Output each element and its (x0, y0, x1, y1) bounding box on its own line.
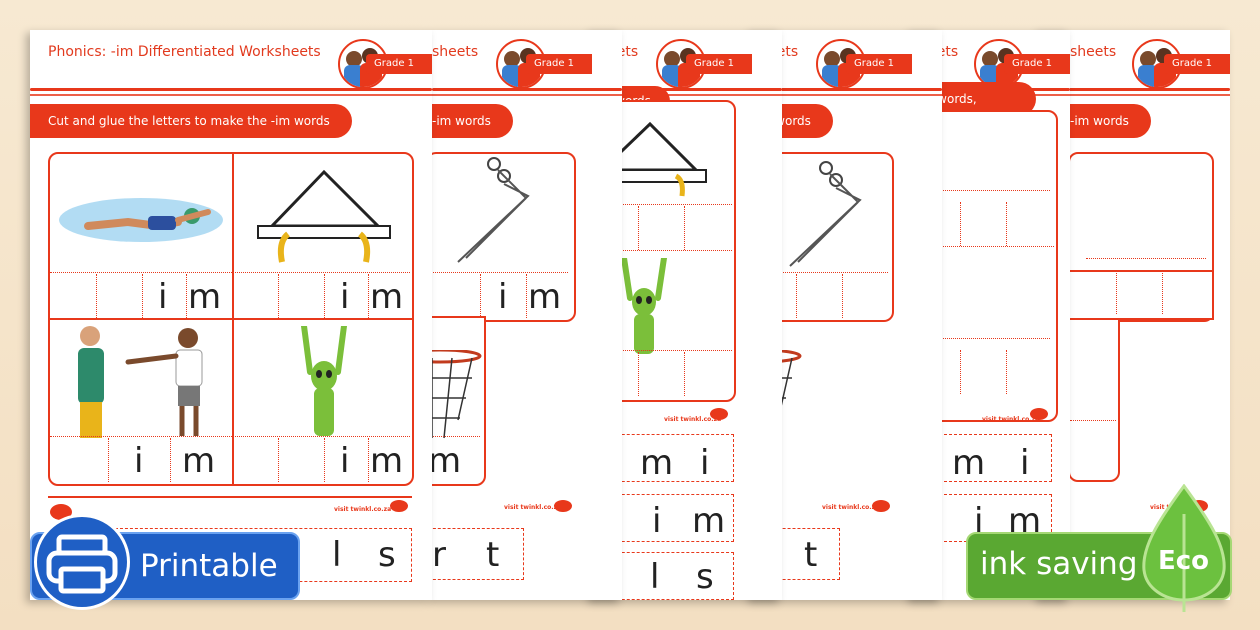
word-letter: m (370, 441, 404, 481)
worksheet-page-2: sheets Grade 1 -im words i m m visit twi… (432, 30, 622, 600)
visit-link: visit twinkl.co.za (334, 506, 392, 513)
grade-label: Grade 1 (846, 54, 912, 74)
printable-label: Printable (140, 548, 278, 584)
cutout-letter: m (952, 443, 986, 483)
instruction-banner: Cut and glue the letters to make the -im… (30, 104, 352, 138)
twinkl-logo (390, 500, 408, 512)
answer-grid (432, 152, 576, 322)
worksheet-title: Phonics: -im Differentiated Worksheets (48, 44, 321, 60)
grade-label: Grade 1 (686, 54, 752, 74)
sailboat-image (257, 169, 391, 263)
word-letter: m (528, 277, 562, 317)
twinkl-logo (872, 500, 890, 512)
cutout-letter: i (700, 443, 710, 483)
cutout-letter: i (652, 501, 662, 541)
word-letter: i (498, 277, 508, 317)
cutout-letter: s (378, 535, 396, 575)
word-letter: i (134, 441, 144, 481)
grade-label: Grade 1 (1164, 54, 1230, 74)
worksheet-title: sheets (432, 44, 479, 60)
twinkl-logo (1030, 408, 1048, 420)
word-letter: m (432, 441, 462, 481)
eco-label: Eco (1158, 546, 1210, 576)
word-letter: m (370, 277, 404, 317)
twinkl-logo (710, 408, 728, 420)
alien-image (621, 258, 667, 354)
grade-label: Grade 1 (366, 54, 432, 74)
worksheet-page-1: Phonics: -im Differentiated Worksheets G… (30, 30, 432, 600)
swimmer-image (59, 198, 223, 242)
scissors-image (789, 161, 862, 267)
cutout-letter: t (486, 535, 500, 575)
cutout-letter: i (1020, 443, 1030, 483)
leaf-icon: Eco (1136, 484, 1232, 614)
worksheet-title: sheets (1070, 44, 1117, 60)
twinkl-logo (554, 500, 572, 512)
word-letter: m (182, 441, 216, 481)
alien-image (301, 326, 347, 436)
grade-label: Grade 1 (1004, 54, 1070, 74)
visit-link: visit twinkl.co.za (504, 504, 562, 511)
cutout-letter: l (332, 535, 342, 575)
instruction-banner: -im words (432, 104, 513, 138)
cutout-letter: l (650, 557, 660, 597)
cutout-letter: r (432, 535, 446, 575)
cutout-letter: t (804, 535, 818, 575)
cutout-letter: m (692, 501, 726, 541)
printable-badge: Printable (30, 514, 300, 610)
word-letter: i (158, 277, 168, 317)
people-pointing-image (78, 326, 203, 438)
cutout-letter: i (974, 501, 984, 541)
scissors-image (457, 157, 530, 263)
basketball-hoop-image (432, 350, 482, 439)
visit-link: visit twinkl.co.za (822, 504, 880, 511)
cutout-letter: s (696, 557, 714, 597)
visit-link: visit twinkl.co.za (982, 416, 1040, 423)
word-letter: i (340, 277, 350, 317)
printer-icon (34, 514, 130, 610)
grade-label: Grade 1 (526, 54, 592, 74)
visit-link: visit twinkl.co.za (664, 416, 722, 423)
cutout-letter: m (640, 443, 674, 483)
word-letter: i (340, 441, 350, 481)
worksheet-page-6: sheets Grade 1 -im words visit twinkl.co… (1040, 30, 1230, 600)
word-letter: m (188, 277, 222, 317)
ink-saving-label: ink saving (980, 546, 1138, 582)
